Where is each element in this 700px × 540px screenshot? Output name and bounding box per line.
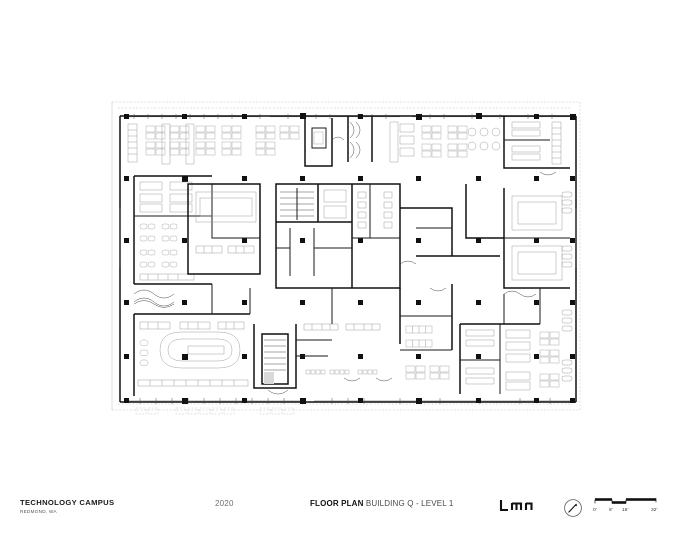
north-workstation-bank [255, 121, 501, 163]
north-arrow-icon [562, 497, 584, 519]
project-location: REDMOND, WA [20, 508, 57, 514]
scale-bar-graphic [594, 498, 657, 504]
sheet-title: FLOOR PLAN BUILDING Q - LEVEL 1 [310, 499, 454, 508]
project-year: 2020 [215, 499, 234, 508]
central-circulation [399, 184, 504, 350]
sheet-subject: BUILDING Q - LEVEL 1 [365, 499, 454, 508]
site-boundary [111, 101, 581, 411]
south-facade-glazing [124, 398, 570, 415]
graphic-scale-bar: 0' 8' 16' 32' [592, 496, 664, 518]
lmn-logo-mark [499, 500, 533, 512]
scale-tick-0: 0' [593, 508, 597, 513]
project-identification: TECHNOLOGY CAMPUS REDMOND, WA [20, 498, 114, 515]
scale-tick-3: 32' [651, 508, 658, 513]
southwest-cafe [133, 300, 250, 396]
amphitheater-stair [159, 331, 241, 369]
west-meeting-block [187, 183, 261, 275]
scale-tick-1: 8' [609, 508, 613, 513]
central-core [275, 183, 401, 289]
southeast-open-office [459, 323, 560, 394]
scale-tick-labels: 0' 8' 16' 32' [592, 508, 664, 518]
structural-column-grid [124, 113, 576, 404]
scale-tick-2: 16' [622, 508, 629, 513]
lmn-logo [498, 494, 542, 516]
north-arrow-graphic [564, 499, 582, 517]
misc-partitions [119, 208, 577, 324]
south-feature-stair [253, 324, 332, 395]
northwest-open-office [127, 123, 242, 165]
northeast-rooms [503, 116, 570, 176]
floor-plan-drawing: .w {stroke:#111;stroke-width:1.5;fill:no… [100, 88, 600, 428]
west-wing [133, 175, 212, 307]
sheet-type: FLOOR PLAN [310, 499, 364, 508]
project-name: TECHNOLOGY CAMPUS [20, 498, 115, 507]
title-block: TECHNOLOGY CAMPUS REDMOND, WA 2020 FLOOR… [0, 492, 700, 526]
floor-plan-svg: .w {stroke:#111;stroke-width:1.5;fill:no… [111, 101, 581, 415]
north-group-rooms [304, 116, 373, 167]
south-workstation-bank [400, 325, 452, 380]
south-collaboration [303, 323, 393, 382]
east-corridor-seating [561, 191, 573, 382]
east-meeting-rooms [503, 188, 570, 298]
